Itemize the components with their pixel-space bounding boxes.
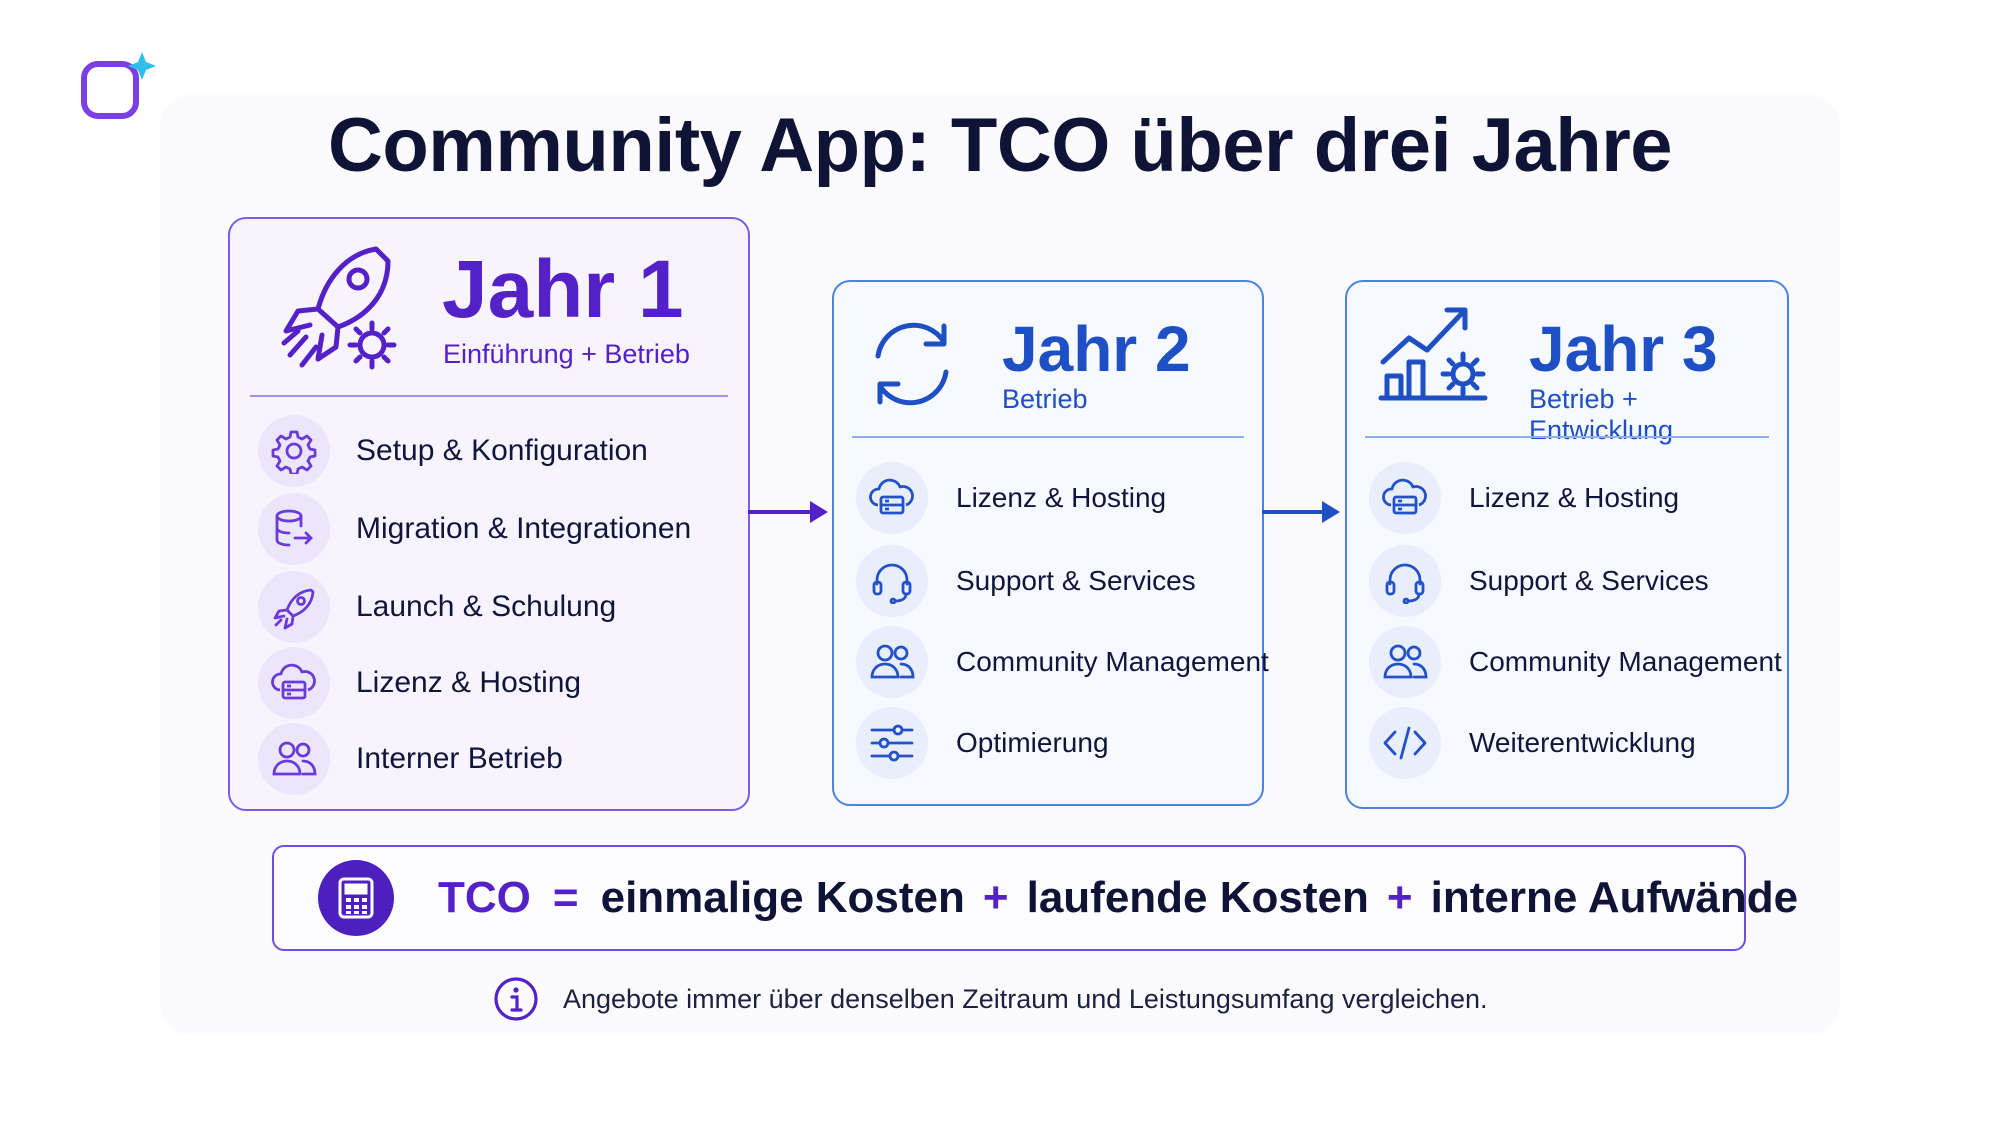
card-year-1: Jahr 1 Einführung + Betrieb Setup & Konf…: [228, 217, 750, 811]
tco-formula: TCO = einmalige Kosten + laufende Kosten + int…: [438, 873, 1798, 923]
list-item: Community Management: [1369, 626, 1782, 698]
list-item: Lizenz & Hosting: [856, 462, 1166, 534]
list-item: Interner Betrieb: [258, 723, 563, 795]
arrow-right-icon: [1262, 501, 1340, 523]
code-icon: [1369, 707, 1441, 779]
item-label: Community Management: [956, 646, 1269, 677]
year-subtitle: Einführung + Betrieb: [443, 339, 690, 369]
year-subtitle: Betrieb + Entwicklung: [1529, 384, 1674, 445]
item-label: Launch & Schulung: [356, 590, 617, 623]
sliders-icon: [856, 707, 928, 779]
database-arrow-icon: [258, 493, 330, 565]
users-icon: [258, 723, 330, 795]
item-label: Lizenz & Hosting: [356, 666, 582, 699]
growth-chart-gear-icon: [1378, 307, 1488, 401]
item-label: Migration & Integrationen: [356, 512, 692, 545]
info-note: Angebote immer über denselben Zeitraum u…: [493, 975, 1488, 1023]
item-label: Optimierung: [956, 727, 1109, 758]
item-label: Setup & Konfiguration: [356, 434, 648, 467]
list-item: Lizenz & Hosting: [258, 647, 581, 719]
rocket-gear-icon: [281, 246, 397, 370]
year-subtitle: Betrieb: [1002, 384, 1088, 414]
users-icon: [1369, 626, 1441, 698]
cloud-server-icon: [856, 462, 928, 534]
card-year-2: Jahr 2 Betrieb Lizenz & Hosting: [832, 280, 1269, 806]
arrow-right-icon: [748, 501, 828, 523]
gear-icon: [258, 415, 330, 487]
sparkle-square-logo-icon: [81, 52, 156, 119]
item-label: Lizenz & Hosting: [956, 482, 1167, 513]
list-item: Community Management: [856, 626, 1269, 698]
headset-icon: [856, 545, 928, 617]
card-year-3: Jahr 3 Betrieb + Entwicklung Lizenz & Ho…: [1345, 280, 1789, 809]
list-item: Migration & Integrationen: [258, 493, 691, 565]
users-icon: [856, 626, 928, 698]
year-title: Jahr 2: [1002, 313, 1191, 385]
item-label: Interner Betrieb: [356, 742, 563, 775]
formula-term: einmalige Kosten: [600, 873, 965, 922]
item-label: Lizenz & Hosting: [1469, 482, 1680, 513]
formula-term: interne Aufwände: [1430, 873, 1799, 922]
list-item: Lizenz & Hosting: [1369, 462, 1679, 534]
info-icon: [494, 977, 538, 1021]
rocket-icon: [258, 571, 330, 643]
item-label: Weiterentwicklung: [1469, 727, 1696, 758]
item-label: Support & Services: [956, 565, 1196, 596]
formula-plus: +: [1386, 873, 1413, 922]
refresh-cycle-icon: [875, 322, 949, 406]
list-item: Support & Services: [856, 545, 1196, 617]
item-label: Community Management: [1469, 646, 1782, 677]
list-item: Weiterentwicklung: [1369, 707, 1696, 779]
list-item: Optimierung: [856, 707, 1109, 779]
divider: [1365, 436, 1769, 438]
list-item: Setup & Konfiguration: [258, 415, 648, 487]
headset-icon: [1369, 545, 1441, 617]
tco-formula-banner: TCO = einmalige Kosten + laufende Kosten + int…: [272, 845, 1798, 951]
cloud-server-icon: [1369, 462, 1441, 534]
formula-equals: =: [552, 873, 579, 922]
divider: [852, 436, 1244, 438]
calculator-icon: [318, 860, 394, 936]
item-label: Support & Services: [1469, 565, 1709, 596]
formula-plus: +: [982, 873, 1009, 922]
list-item: Launch & Schulung: [258, 571, 616, 643]
page-title: Community App: TCO über drei Jahre: [327, 103, 1673, 188]
note-text: Angebote immer über denselben Zeitraum u…: [563, 983, 1488, 1014]
year-title: Jahr 3: [1529, 313, 1718, 385]
list-item: Support & Services: [1369, 545, 1709, 617]
formula-term: laufende Kosten: [1026, 873, 1369, 922]
formula-lhs: TCO: [438, 873, 531, 922]
divider: [250, 395, 728, 397]
cloud-server-icon: [258, 647, 330, 719]
year-title: Jahr 1: [442, 244, 684, 335]
